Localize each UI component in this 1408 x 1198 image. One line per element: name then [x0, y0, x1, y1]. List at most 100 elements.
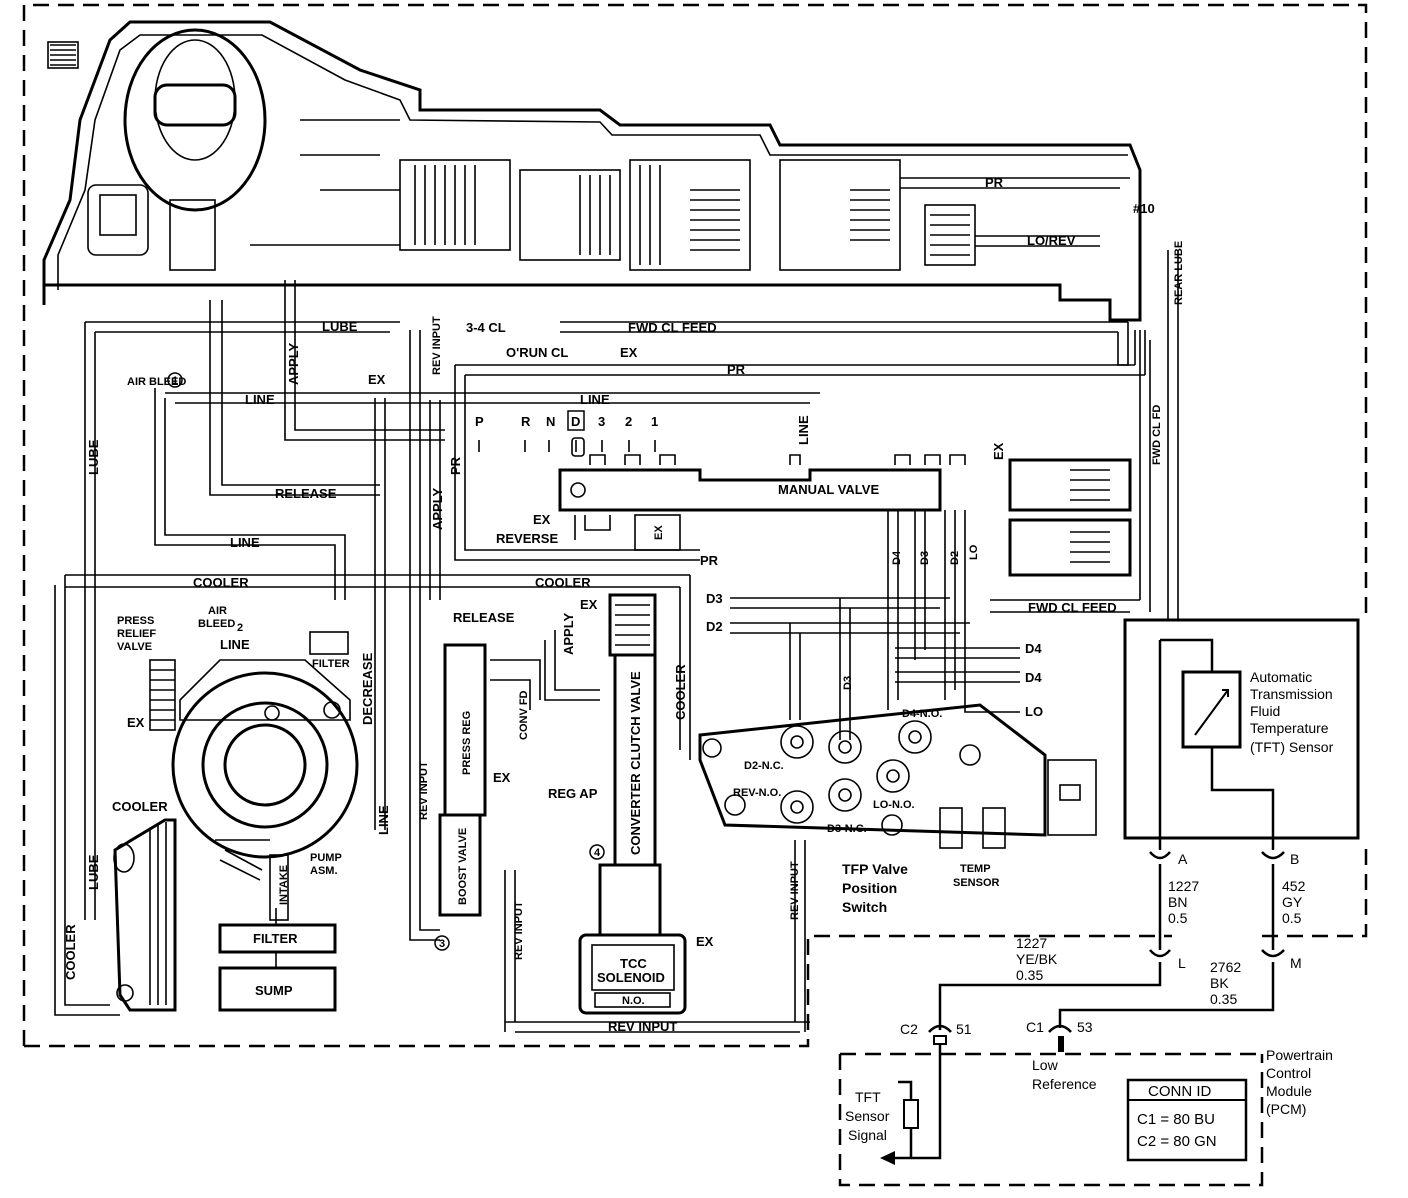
label-num-3: 3 — [439, 938, 445, 950]
label-air-bleed: AIR BLEED — [127, 376, 186, 388]
label-lube-cooler: LUBE — [86, 854, 101, 890]
label-line-vertical: LINE — [796, 415, 811, 445]
pcm-boundary — [838, 1052, 1264, 1187]
label-d2-nc: D2-N.C. — [744, 760, 784, 772]
tcc-solenoid — [578, 933, 687, 1015]
wire-b-2: GY — [1282, 894, 1303, 910]
label-fwd-cl-fd: FWD CL FD — [1151, 405, 1163, 465]
label-lorev: LO/REV — [1027, 233, 1076, 248]
label-temp: TEMP — [960, 863, 991, 875]
pump-assembly — [149, 631, 359, 921]
label-d3-tfp: D3 — [842, 676, 854, 690]
label-d4-r2: D4 — [1025, 670, 1042, 685]
label-pr-left: PR — [448, 456, 463, 475]
transmission-boundary — [22, 3, 1368, 1048]
tft-signal-1: TFT — [855, 1089, 881, 1105]
tft-signal-2: Sensor — [845, 1108, 890, 1124]
label-press-relief-3: VALVE — [117, 641, 152, 653]
label-pump: PUMP — [310, 852, 342, 864]
tft-box-3: Fluid — [1250, 703, 1280, 719]
label-d4-vert: D4 — [891, 550, 903, 565]
label-d2-left: D2 — [706, 619, 723, 634]
pin-b: B — [1290, 851, 1299, 867]
label-solenoid: SOLENOID — [597, 970, 665, 985]
pin-l: L — [1178, 955, 1186, 971]
label-shift-d: D — [571, 414, 580, 429]
label-shift-2: 2 — [625, 414, 632, 429]
tft-box-1: Automatic — [1250, 669, 1312, 685]
label-rev-input-right: REV INPUT — [789, 861, 801, 920]
cooler — [113, 818, 177, 1012]
label-line-left2: LINE — [376, 805, 391, 835]
label-press-relief-1: PRESS — [117, 615, 154, 627]
label-line-right: LINE — [580, 392, 610, 407]
label-manual-valve: MANUAL VALVE — [778, 482, 879, 497]
label-shift-3: 3 — [598, 414, 605, 429]
label-rev-input-bottom: REV INPUT — [608, 1019, 677, 1034]
label-tcc: TCC — [620, 956, 647, 971]
valve-body-valves — [438, 593, 662, 937]
hydraulic-labels: PR #10 LO/REV REAR LUBE LUBE 3-4 CL O'RU… — [63, 175, 1185, 1034]
label-line-pump: LINE — [220, 637, 250, 652]
low-ref-2: Reference — [1032, 1076, 1097, 1092]
label-apply-vert2: APPLY — [561, 613, 576, 655]
label-pr: PR — [985, 175, 1004, 190]
tft-box-4: Temperature — [1250, 720, 1329, 736]
label-line-top: LINE — [245, 392, 275, 407]
label-boost-valve: BOOST VALVE — [457, 828, 469, 905]
pin-a: A — [1178, 851, 1188, 867]
label-check-10: #10 — [1133, 201, 1155, 216]
label-ex-rev: EX — [533, 512, 551, 527]
label-ex-tcc: EX — [696, 934, 714, 949]
wire-b-3: 0.5 — [1282, 910, 1302, 926]
label-rev-input-top: REV INPUT — [431, 316, 443, 375]
label-34-cl: 3-4 CL — [466, 320, 506, 335]
low-ref-1: Low — [1032, 1057, 1059, 1073]
label-rev-no: REV-N.O. — [733, 787, 781, 799]
label-shift-1: 1 — [651, 414, 658, 429]
label-pr-mid: PR — [727, 362, 746, 377]
label-release-mid: RELEASE — [453, 610, 515, 625]
label-filter: FILTER — [253, 931, 298, 946]
tft-sensor-circuit — [880, 618, 1360, 1165]
wire-b-1: 452 — [1282, 878, 1306, 894]
conn-c2-pin: 51 — [956, 1021, 972, 1037]
label-lo-no: LO-N.O. — [873, 799, 915, 811]
conn-c1-pin: 53 — [1077, 1019, 1093, 1035]
label-air-bleed-2a: AIR — [208, 605, 227, 617]
label-num-1: 1 — [172, 375, 178, 387]
label-ex-reg: EX — [493, 770, 511, 785]
filter-sump — [218, 908, 337, 1012]
label-reverse: REVERSE — [496, 531, 558, 546]
label-sensor: SENSOR — [953, 877, 1000, 889]
wire-a-1: 1227 — [1168, 878, 1199, 894]
label-fwd-cl-feed: FWD CL FEED — [628, 320, 717, 335]
wire-a-2: BN — [1168, 894, 1187, 910]
label-release: RELEASE — [275, 486, 337, 501]
label-shift-n: N — [546, 414, 555, 429]
label-lo-vert: LO — [968, 544, 980, 560]
label-sump: SUMP — [255, 983, 293, 998]
hydraulic-passages — [54, 177, 1179, 1033]
tft-signal-3: Signal — [848, 1127, 887, 1143]
label-cooler-left: COOLER — [63, 924, 78, 980]
label-tfp-1: TFP Valve — [842, 861, 908, 877]
wire-l-1: 1227 — [1016, 935, 1047, 951]
label-d4-r1: D4 — [1025, 641, 1042, 656]
label-cooler-vert: COOLER — [673, 664, 688, 720]
label-filter-small: FILTER — [312, 658, 350, 670]
label-lo-r: LO — [1025, 704, 1043, 719]
label-lube-top: LUBE — [322, 319, 358, 334]
tft-box-5: (TFT) Sensor — [1250, 739, 1334, 755]
label-d3-vert: D3 — [919, 551, 931, 565]
label-ex-box: EX — [653, 525, 665, 540]
conn-id-title: CONN ID — [1148, 1083, 1212, 1100]
label-d3-left: D3 — [706, 591, 723, 606]
label-decrease: DECREASE — [360, 652, 375, 725]
label-num-4: 4 — [594, 847, 601, 859]
label-lube-left: LUBE — [86, 439, 101, 475]
label-rear-lube: REAR LUBE — [1173, 241, 1185, 305]
wire-l-2: YE/BK — [1016, 951, 1058, 967]
label-apply-top: APPLY — [286, 343, 301, 385]
